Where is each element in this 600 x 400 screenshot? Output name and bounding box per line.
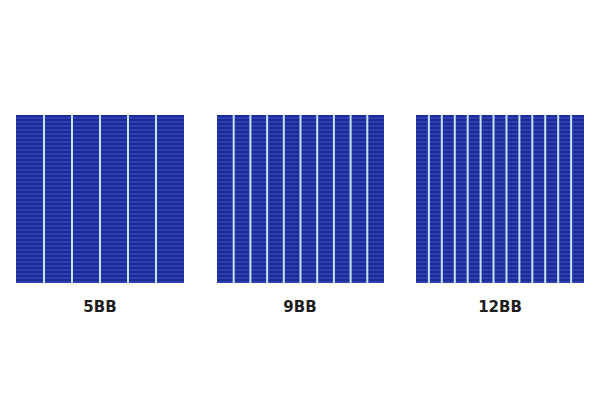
cell-surface	[16, 115, 184, 283]
busbars	[428, 115, 572, 283]
cell-surface	[217, 115, 384, 283]
busbar-count-label: 12BB	[478, 298, 522, 316]
busbars	[43, 115, 157, 283]
cell-surface	[416, 115, 584, 283]
busbar-count-label: 9BB	[283, 298, 316, 316]
busbar-count-label: 5BB	[83, 298, 116, 316]
cell-9bb	[217, 115, 384, 283]
busbars	[233, 115, 369, 283]
cell-5bb	[16, 115, 184, 283]
cell-12bb	[416, 115, 584, 283]
